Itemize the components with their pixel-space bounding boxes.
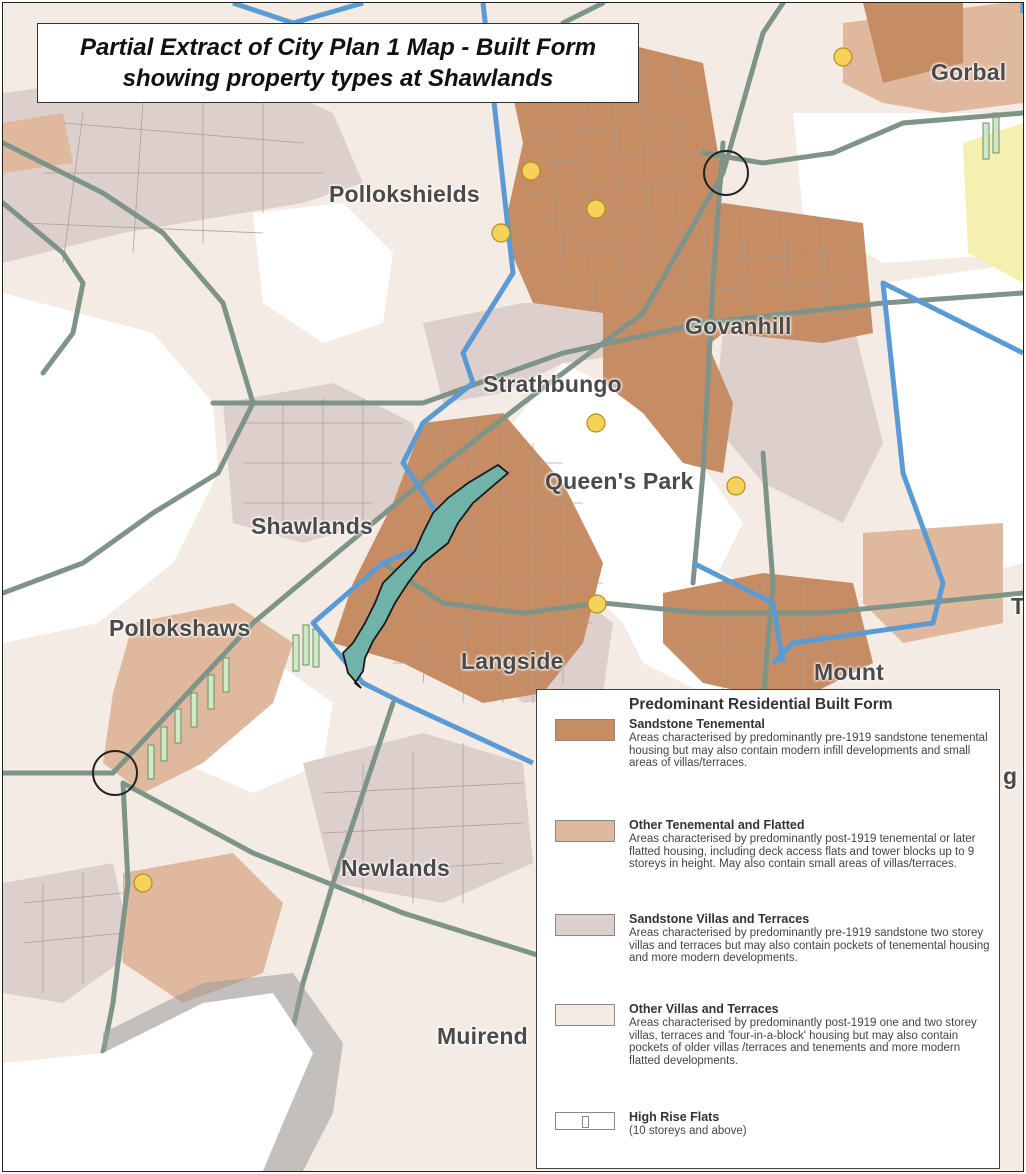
map-title-line-1: Partial Extract of City Plan 1 Map - Bui… xyxy=(79,34,597,61)
place-label-muirend: Muirend xyxy=(437,1023,528,1049)
legend-item-name: Sandstone Tenemental xyxy=(629,717,765,731)
legend-item-description: Areas characterised by predominantly pre… xyxy=(629,927,990,965)
place-label-pollokshaws: Pollokshaws xyxy=(109,615,251,641)
station-markers xyxy=(133,47,853,893)
place-label-shawlands: Shawlands xyxy=(251,513,373,539)
tenemental-southeast xyxy=(603,323,733,473)
place-label-gorbal: Gorbal xyxy=(931,59,1007,85)
legend-item-name: Other Tenemental and Flatted xyxy=(629,818,805,832)
legend-swatch-high-rise xyxy=(555,1112,615,1130)
open-space-pollokshields xyxy=(253,203,393,343)
place-label-edge-t: T xyxy=(1011,593,1024,619)
legend-swatch-other-villas xyxy=(555,1004,615,1026)
place-label-govanhill: Govanhill xyxy=(685,313,792,339)
legend-item-description: Areas characterised by predominantly pre… xyxy=(629,732,988,770)
legend-swatch-sandstone-villas xyxy=(555,914,615,936)
legend-item-description: (10 storeys and above) xyxy=(629,1125,747,1137)
legend-item-description: Areas characterised by predominantly pos… xyxy=(629,1017,977,1067)
roundabout-north xyxy=(703,150,749,196)
villas-east xyxy=(713,323,883,523)
high-rise-symbol-icon xyxy=(582,1116,589,1128)
legend-item-name: Other Villas and Terraces xyxy=(629,1002,779,1016)
place-label-strathbungo: Strathbungo xyxy=(483,371,622,397)
open-space-west xyxy=(3,293,218,643)
roundabout-pollokshaws xyxy=(92,750,138,796)
flatted-northwest xyxy=(3,113,73,173)
place-label-mount: Mount xyxy=(814,659,884,685)
flatted-east xyxy=(863,523,1003,643)
map-coverage-edge xyxy=(3,993,313,1171)
legend-swatch-other-tenemental xyxy=(555,820,615,842)
place-label-pollokshields: Pollokshields xyxy=(329,181,480,207)
map-legend: Predominant Residential Built Form Sands… xyxy=(536,689,1000,1169)
place-label-langside: Langside xyxy=(461,648,564,674)
map-coverage-shadow xyxy=(103,973,343,1171)
map-title-line-2: showing property types at Shawlands xyxy=(122,65,554,92)
place-label-queens-park: Queen's Park xyxy=(545,468,694,494)
villas-southwest xyxy=(3,863,133,1003)
map-canvas xyxy=(3,3,1023,1171)
place-label-edge-g: g xyxy=(1003,763,1018,789)
villas-newlands xyxy=(303,733,533,903)
tenemental-northeast xyxy=(863,3,963,83)
legend-item-description: Areas characterised by predominantly pos… xyxy=(629,833,976,871)
study-area-shawlands xyxy=(342,463,510,689)
yellow-area-gorbals xyxy=(963,123,1023,283)
high-rise-markers xyxy=(147,112,1000,780)
flatted-muirend xyxy=(123,853,283,1003)
legend-swatch-sandstone-tenemental xyxy=(555,719,615,741)
map-title-box: Partial Extract of City Plan 1 Map - Bui… xyxy=(37,23,639,103)
villas-north xyxy=(3,63,363,263)
legend-item-name: High Rise Flats xyxy=(629,1110,720,1124)
legend-title: Predominant Residential Built Form xyxy=(629,696,893,713)
place-label-newlands: Newlands xyxy=(341,855,450,881)
open-space-east xyxy=(883,263,1023,583)
legend-item-name: Sandstone Villas and Terraces xyxy=(629,912,810,926)
